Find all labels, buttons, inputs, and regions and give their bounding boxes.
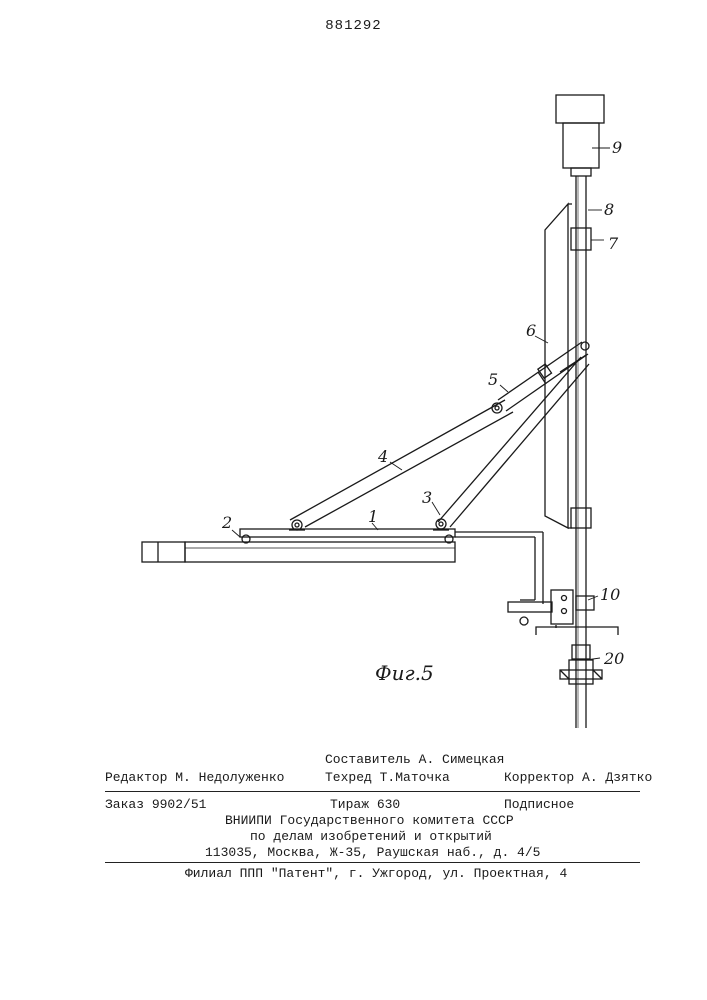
corrector-label: Корректор <box>504 770 574 785</box>
upper-clamp <box>571 228 591 250</box>
editor-name: М. Недолуженко <box>175 770 284 785</box>
lower-coupling <box>560 645 602 684</box>
label-7: 7 <box>608 234 619 253</box>
lower-clamp <box>571 508 591 528</box>
techred-label: Техред <box>325 770 372 785</box>
institution-line-2: по делам изобретений и открытий <box>250 829 492 844</box>
label-4: 4 <box>377 447 388 466</box>
order-row: Заказ 9902/51 <box>105 797 206 812</box>
arm-3 <box>438 357 589 527</box>
techred-row: Техред Т.Маточка <box>325 770 450 785</box>
drive-unit <box>556 95 604 176</box>
corrector-name: А. Дзятко <box>582 770 652 785</box>
label-9: 9 <box>612 138 622 157</box>
hydraulic-cylinder <box>492 342 588 413</box>
label-10: 10 <box>600 585 620 604</box>
label-8: 8 <box>604 200 614 219</box>
part-labels: 9 8 7 6 5 4 3 2 1 10 20 <box>221 138 624 668</box>
editor-row: Редактор М. Недолуженко <box>105 770 284 785</box>
label-2: 2 <box>221 513 232 532</box>
divider-top <box>105 791 640 792</box>
label-20: 20 <box>603 649 624 668</box>
institution-address: 113035, Москва, Ж-35, Раушская наб., д. … <box>205 845 540 860</box>
leader-lines <box>232 148 610 660</box>
arm-4 <box>290 400 513 527</box>
print-run-row: Тираж 630 <box>330 797 400 812</box>
label-5: 5 <box>488 370 498 389</box>
panel <box>545 204 572 528</box>
print-run-value: 630 <box>377 797 400 812</box>
order-number: 9902/51 <box>152 797 207 812</box>
beam-pivots <box>242 519 453 543</box>
column-pivot <box>581 342 589 350</box>
rail <box>142 542 455 562</box>
subscription-note: Подписное <box>504 797 574 812</box>
label-6: 6 <box>526 321 536 340</box>
techred-name: Т.Маточка <box>380 770 450 785</box>
composer-label: Составитель <box>325 752 411 767</box>
label-3: 3 <box>422 488 432 507</box>
figure-5-drawing: 9 8 7 6 5 4 3 2 1 10 20 Фиг.5 <box>0 0 707 740</box>
composer-row: Составитель А. Симецкая <box>325 752 504 767</box>
corrector-row: Корректор А. Дзятко <box>504 770 652 785</box>
print-run-label: Тираж <box>330 797 369 812</box>
label-1: 1 <box>368 507 378 526</box>
beam <box>240 529 543 604</box>
composer-name: А. Симецкая <box>419 752 505 767</box>
figure-caption: Фиг.5 <box>375 661 434 685</box>
branch-line: Филиал ППП "Патент", г. Ужгород, ул. Про… <box>185 866 567 881</box>
institution-line-1: ВНИИПИ Государственного комитета СССР <box>225 813 514 828</box>
divider-bottom <box>105 862 640 863</box>
editor-label: Редактор <box>105 770 167 785</box>
order-label: Заказ <box>105 797 144 812</box>
